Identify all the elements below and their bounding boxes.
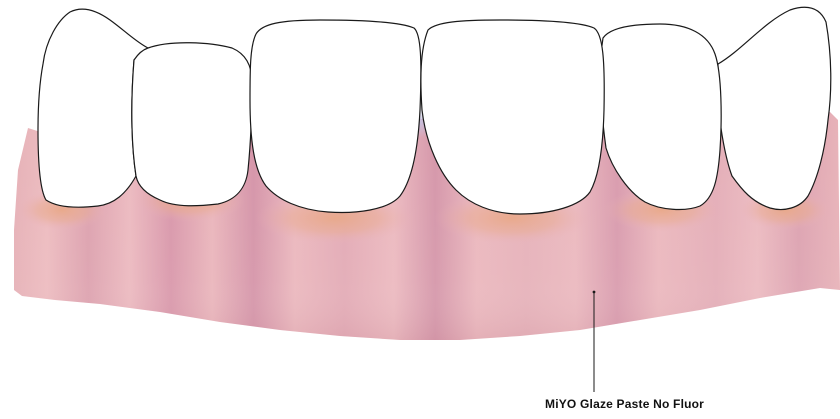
annotation-label: MiYO Glaze Paste No Fluor — [545, 397, 755, 411]
tooth-left-lateral — [132, 43, 252, 206]
tooth-right-canine — [718, 7, 831, 209]
tooth-left-central — [250, 20, 421, 212]
leader-dot — [593, 291, 596, 294]
